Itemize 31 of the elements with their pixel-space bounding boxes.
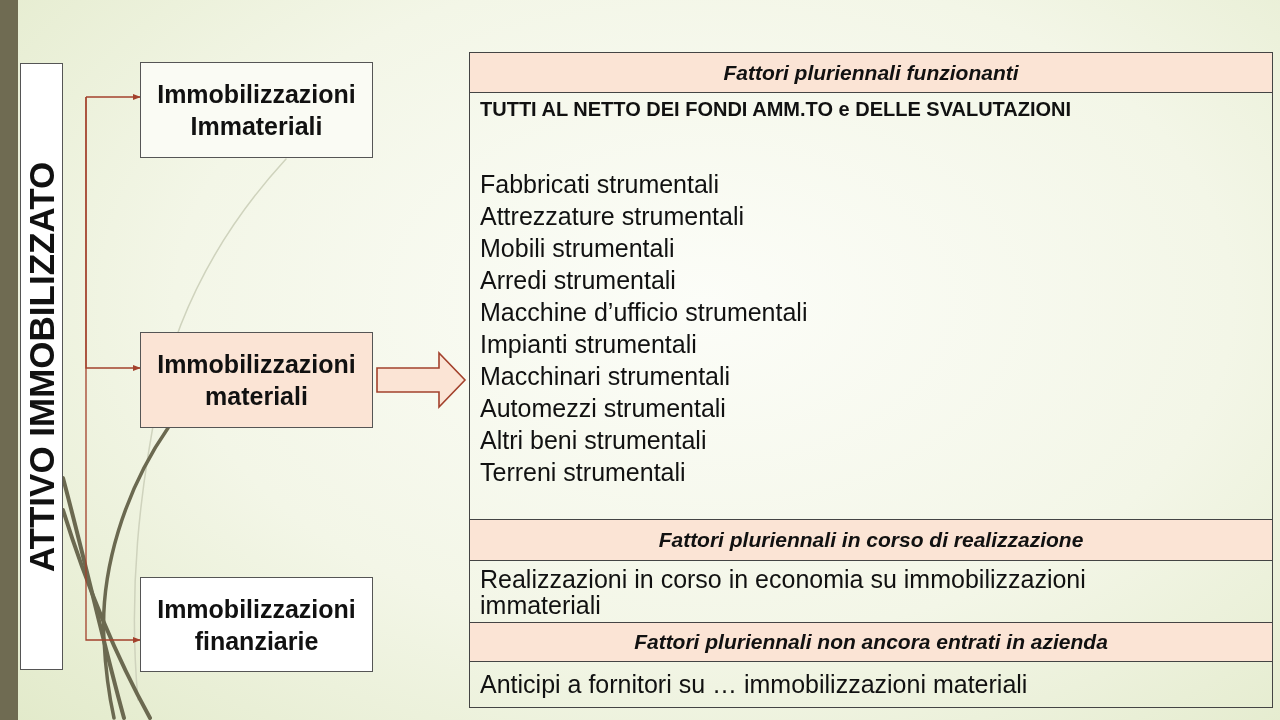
category-title: ATTIVO IMMOBILIZZATO [22, 161, 61, 572]
list-item: Impianti strumentali [480, 329, 698, 360]
section-heading: Fattori pluriennali in corso di realizzazione [658, 527, 1084, 553]
connector-arrow [85, 96, 141, 644]
section-heading: Fattori pluriennali non ancora entrati in azienda [634, 629, 1108, 655]
list-item: Attrezzature strumentali [480, 201, 745, 232]
table-frame [469, 52, 1273, 708]
category-box [140, 332, 373, 428]
body-text: Anticipi a fornitori su … immobilizzazioni materiali [480, 671, 1028, 697]
list-item: Macchine d’ufficio strumentali [480, 297, 809, 328]
body-text: Realizzazioni in corso in economia su immobilizzazioni immateriali [480, 565, 1087, 618]
list-item: Arredi strumentali [480, 265, 677, 296]
list-item: Altri beni strumentali [480, 425, 708, 456]
list-item: Terreni strumentali [480, 457, 687, 488]
list-item: Macchinari strumentali [480, 361, 732, 392]
category-title: Immobilizzazioni materiali [156, 349, 357, 412]
table-header-row [470, 623, 1272, 662]
table-header-row [470, 520, 1272, 561]
category-box [20, 63, 63, 670]
block-arrow [376, 351, 467, 409]
table-header-row [470, 53, 1272, 93]
note-text: TUTTI AL NETTO DEI FONDI AMM.TO e DELLE SVALUTAZIONI [480, 97, 1073, 121]
list-item: Mobili strumentali [480, 233, 676, 264]
connector-arrow [85, 93, 141, 101]
category-box [140, 62, 373, 158]
category-title: Immobilizzazioni finanziarie [156, 593, 357, 657]
list-item: Automezzi strumentali [480, 393, 727, 424]
category-title: Immobilizzazioni Immateriali [156, 79, 357, 142]
category-box [140, 577, 373, 672]
section-heading: Fattori pluriennali funzionanti [723, 59, 1019, 86]
list-item: Fabbricati strumentali [480, 169, 720, 200]
